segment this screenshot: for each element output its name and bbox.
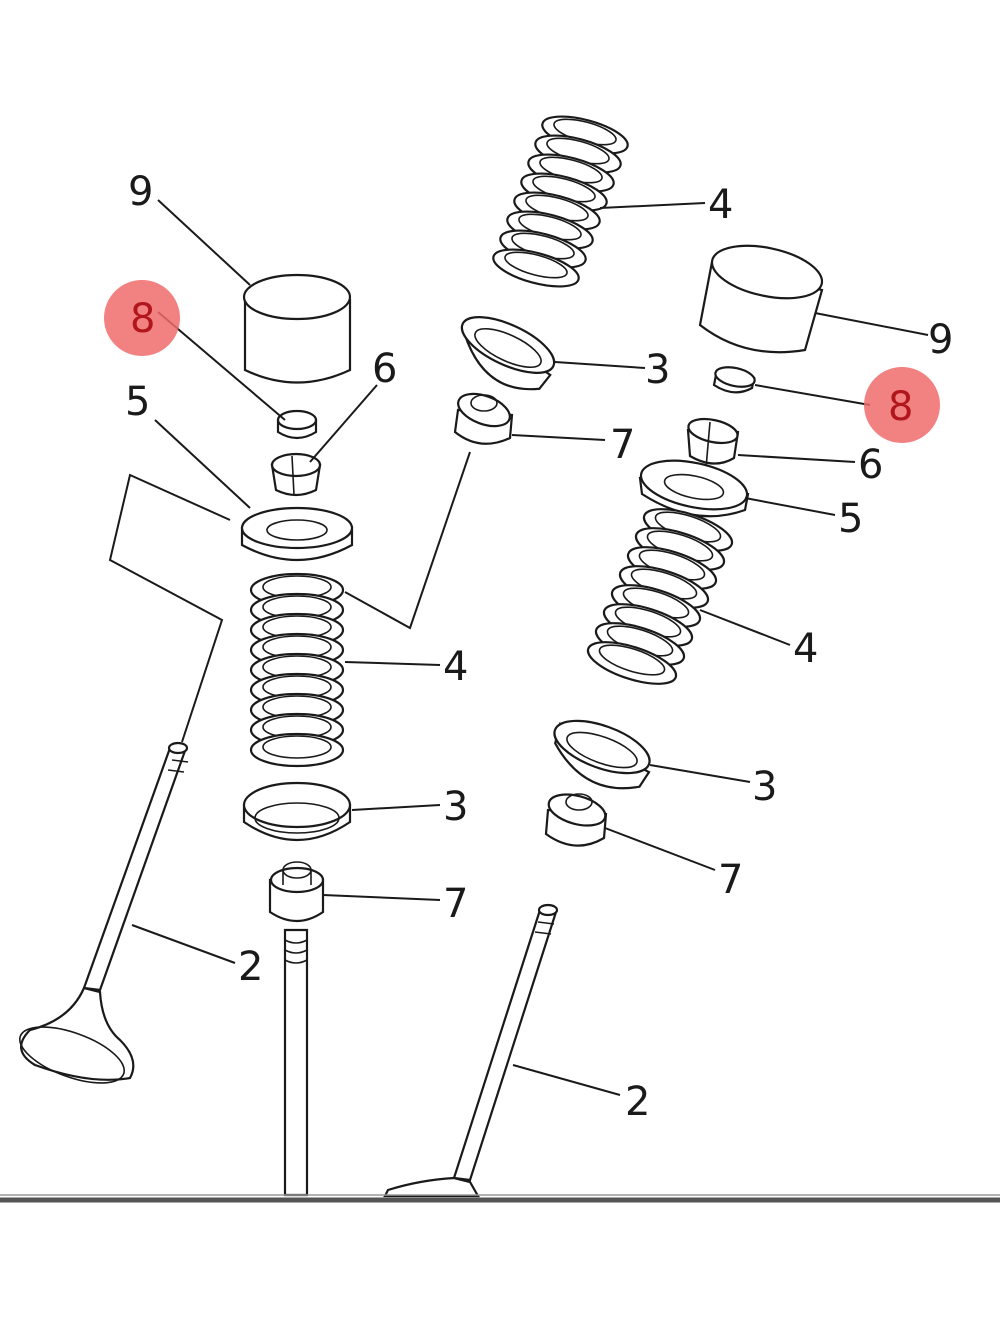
left-center-valve-stem [283,928,309,1197]
label-bucket-left: 9 [128,169,153,215]
right-collet [686,417,740,469]
label-spring-upper: 4 [708,182,733,228]
spring-coil [249,732,345,768]
right-bucket-tappet [698,244,824,354]
left-stem-seal [268,861,325,923]
right-spring [586,508,734,685]
left-shim [276,409,318,440]
label-seal-right: 7 [718,857,743,903]
label-valve-right: 2 [625,1079,650,1125]
label-seal-left: 7 [443,881,468,927]
label-retainer-right: 5 [838,496,863,542]
label-valve-left: 2 [238,944,263,990]
part-labels: 9 8 6 5 4 3 7 2 4 3 7 9 8 6 5 4 3 7 2 [125,169,953,1125]
spring-coil-inner [504,251,568,279]
left-bucket-tappet [242,273,352,384]
leader-lines [131,199,929,1096]
label-bucket-right: 9 [928,317,953,363]
label-spring-left: 4 [443,644,468,690]
right-spring-seat [553,719,651,790]
upper-middle-assembly [453,115,629,445]
right-retainer [638,459,750,518]
upper-spring-seat [460,316,556,391]
label-collet-left: 6 [372,346,397,392]
label-spring-right: 4 [793,626,818,672]
label-seal-upper: 7 [610,422,635,468]
label-shim-right: 8 [888,384,913,430]
upper-spring [492,115,629,288]
label-shim-left: 8 [130,296,155,342]
left-assembly [18,273,471,1197]
shim-highlight-right [864,367,940,443]
shim-highlight-left [104,280,180,356]
left-retainer [240,506,354,561]
label-retainer-left: 5 [125,379,150,425]
right-stem-seal [544,793,608,847]
left-valve [18,741,189,1084]
left-spring [249,572,345,768]
right-assembly [383,244,824,1198]
label-seat-left: 3 [443,784,468,830]
label-seat-upper: 3 [645,347,670,393]
upper-stem-seal [453,392,514,445]
right-valve [383,903,559,1198]
spring-coil [586,641,678,685]
label-collet-right: 6 [858,442,883,488]
left-bracket-lines [108,473,231,743]
spring-coil-inner [262,735,332,759]
spring-coil-inner [598,644,666,676]
center-leader-to-seal [344,451,471,630]
label-seat-right: 3 [752,764,777,810]
right-shim [712,366,756,394]
left-collet [270,452,322,497]
left-spring-seat [242,781,352,841]
